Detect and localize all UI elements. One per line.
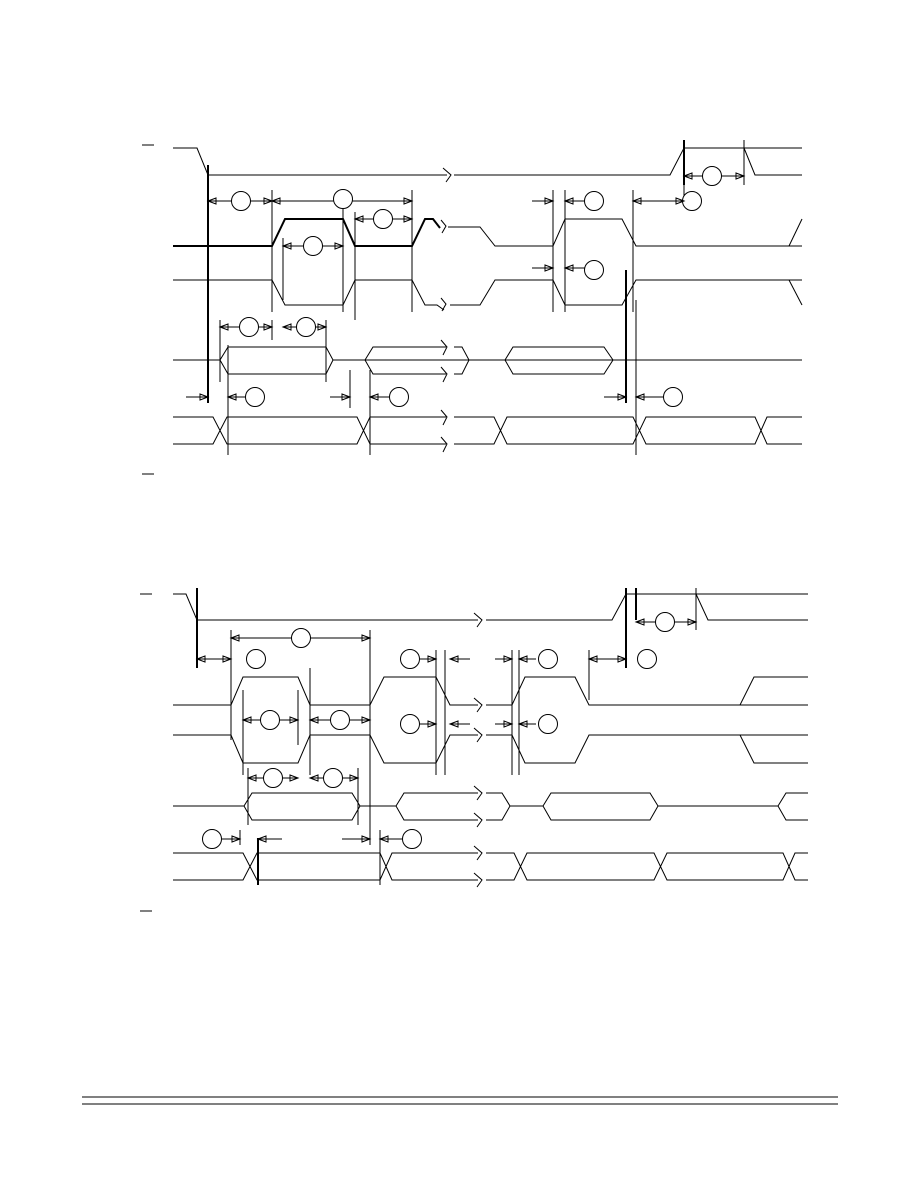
timing-callout [330,710,350,730]
signal-1-trace [173,147,802,183]
timing-callout [682,191,702,211]
timing-callout [202,829,222,849]
dimension-lines [197,588,697,885]
figure-2 [140,588,808,912]
timing-callouts [231,166,722,407]
timing-callout [303,236,323,256]
timing-callout [373,209,393,229]
timing-callout [655,612,675,632]
timing-callout [291,628,311,648]
timing-callout [538,714,558,734]
signal-3-trace [173,339,802,383]
timing-callouts [202,612,675,849]
timing-callout [663,387,683,407]
timing-callout [239,317,259,337]
timing-callout [231,191,251,211]
timing-callout [389,387,409,407]
timing-callout [296,317,316,337]
signal-3-trace [173,785,808,828]
timing-callout [584,191,604,211]
timing-callout [263,768,283,788]
footer-rule [82,1096,838,1105]
timing-callout [260,710,280,730]
timing-callout [246,649,266,669]
timing-callout [584,260,604,280]
timing-callout [323,768,343,788]
signal-2-trace [173,218,803,312]
timing-callout [245,387,265,407]
timing-callout [637,649,657,669]
figure-1 [142,140,803,475]
signal-4-trace [173,409,802,453]
signal-1-trace [173,593,808,628]
timing-callout [538,649,558,669]
arrowheads [195,172,746,843]
timing-callout [400,649,420,669]
dimension-lines [186,140,745,455]
timing-callout [702,166,722,186]
timing-callout [402,829,422,849]
signal-4-trace [173,845,808,888]
signal-2-trace [173,676,808,764]
timing-callout [400,714,420,734]
timing-callout [333,189,353,209]
